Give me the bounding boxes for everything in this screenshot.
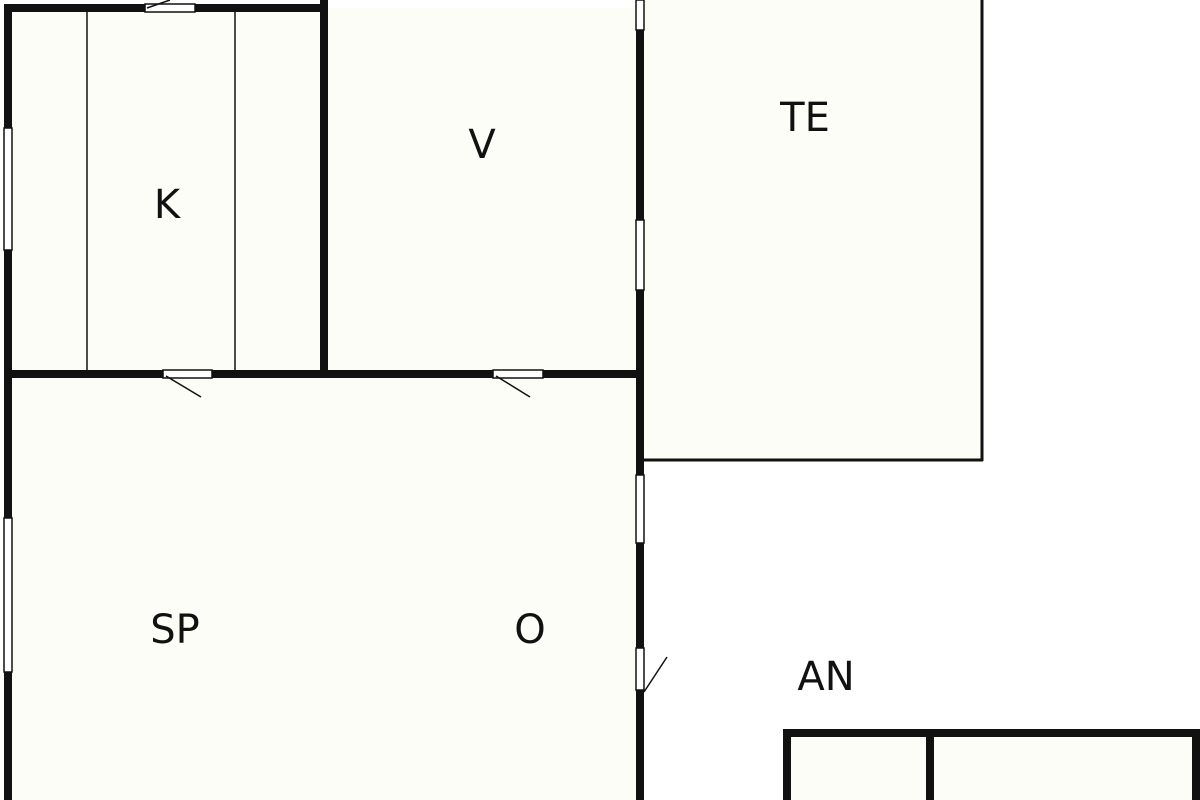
door-opening [492,369,544,379]
terrace-outline [642,0,984,462]
room-label-k: K [154,182,182,228]
room-main-area [8,374,640,800]
room-te-area [644,0,982,460]
room-fills [8,0,1200,800]
window [3,127,13,251]
door-leaf [146,0,171,9]
room-label-te: TE [779,95,830,141]
room-labels: K V TE SP O AN [150,95,854,700]
window [635,219,645,291]
room-label-sp: SP [150,607,200,653]
door-opening [162,369,213,379]
window [635,474,645,544]
windows [3,0,645,673]
room-label-o: O [514,607,545,653]
room-label-an: AN [797,654,854,700]
room-v-area [324,8,640,374]
doors [144,0,668,693]
kitchen-fittings [86,12,236,370]
door-opening [144,3,196,13]
walls [4,0,1200,800]
window [3,517,13,673]
room-an-annex-area [787,733,1200,800]
window [635,0,645,31]
door-leaf [643,656,668,693]
room-k-area [8,8,324,374]
room-label-v: V [468,122,496,168]
door-opening [635,647,645,691]
door-leaf [165,375,202,398]
door-leaf [495,375,531,398]
